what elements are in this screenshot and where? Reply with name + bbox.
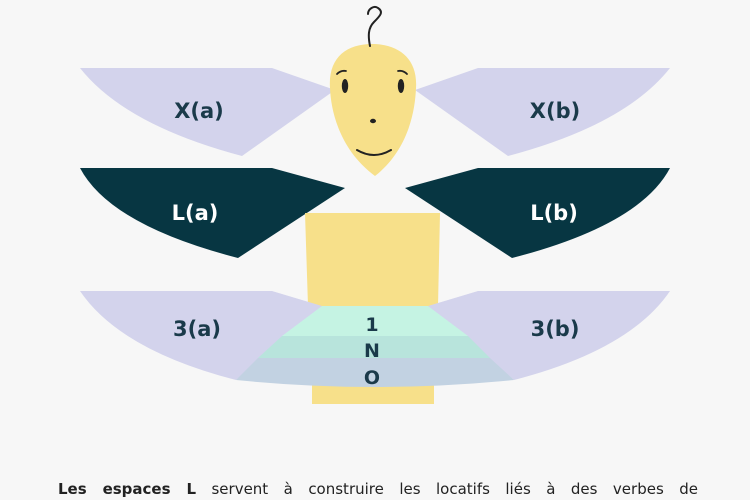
center-band-3-shape xyxy=(236,358,514,387)
space-l-left-shape xyxy=(80,168,345,258)
eyebrow-left-icon xyxy=(336,69,347,75)
space-label-3-right: 3(b) xyxy=(531,317,580,341)
head-shape xyxy=(329,44,417,176)
nose-icon xyxy=(370,118,376,124)
eye-left-icon xyxy=(341,79,349,93)
eyebrow-right-icon xyxy=(397,69,408,75)
space-x-right-shape xyxy=(415,68,670,156)
space-x-left-shape xyxy=(80,68,335,156)
space-l-right-shape xyxy=(405,168,670,258)
space-label-x-left: X(a) xyxy=(174,99,224,123)
space-label-l-right: L(b) xyxy=(530,201,578,225)
center-band-1-shape xyxy=(282,306,468,336)
center-band-2-shape xyxy=(258,336,490,358)
mouth-icon xyxy=(356,149,392,156)
center-label-o: O xyxy=(364,367,380,389)
space-label-3-left: 3(a) xyxy=(173,317,221,341)
center-label-n: N xyxy=(364,340,380,362)
space-label-x-right: X(b) xyxy=(530,99,580,123)
torso-shape xyxy=(305,213,440,312)
eye-right-icon xyxy=(397,79,405,93)
space-label-l-left: L(a) xyxy=(172,201,219,225)
caption-bold: Les espaces L xyxy=(58,480,197,498)
caption-text: Les espaces L servent à construire les l… xyxy=(58,480,698,498)
hair-curl-icon xyxy=(367,5,382,47)
caption-rest: servent à construire les locatifs liés à… xyxy=(196,480,698,498)
center-label-1: 1 xyxy=(365,314,378,336)
